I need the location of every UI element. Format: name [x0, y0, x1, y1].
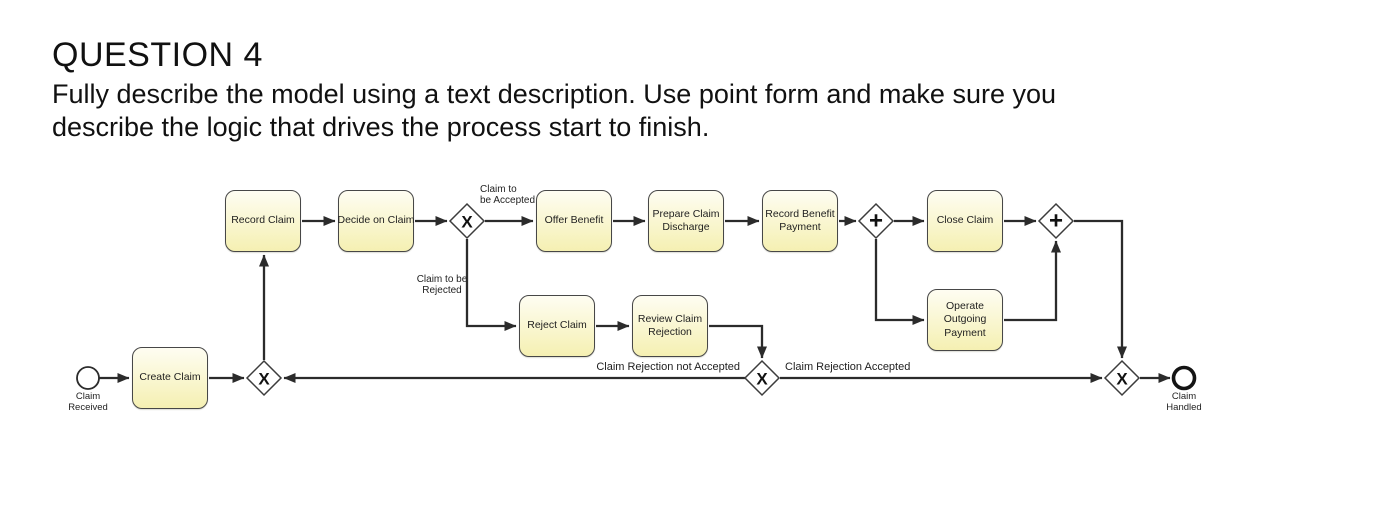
gateway-diamond — [245, 359, 283, 397]
start-event-circle — [76, 366, 100, 390]
gateway-parallel-join: + — [1037, 202, 1075, 240]
xor-gateway-symbol: X — [461, 213, 473, 232]
gateway-diamond — [1037, 202, 1075, 240]
task-create-claim: Create Claim — [132, 347, 208, 409]
xor-gateway-symbol: X — [258, 370, 270, 389]
task-offer-benefit: Offer Benefit — [536, 190, 612, 252]
question-title: QUESTION 4 — [52, 36, 263, 74]
end-event-circle — [1171, 365, 1197, 391]
xor-gateway-symbol: X — [1116, 370, 1128, 389]
and-gateway-symbol: + — [869, 208, 883, 235]
flow-review-to-rejection-decision — [709, 324, 767, 359]
task-decide-on-claim: Decide on Claim — [337, 190, 415, 252]
gateway-restart-merge: X — [245, 359, 283, 397]
flow-label-claim-to-be-accepted: Claim to be Accepted — [480, 184, 536, 206]
gateway-accept-reject-split: X — [448, 202, 486, 240]
task-review-claim-rejection: Review Claim Rejection — [632, 295, 708, 357]
flow-label-claim-to-be-rejected: Claim to be Rejected — [416, 274, 468, 296]
flow-label-claim-rejection-accepted: Claim Rejection Accepted — [785, 361, 911, 373]
gateway-diamond — [1103, 359, 1141, 397]
flow-label-claim-rejection-not-accepted: Claim Rejection not Accepted — [596, 361, 740, 373]
gateway-parallel-split: + — [857, 202, 895, 240]
task-close-claim: Close Claim — [927, 190, 1003, 252]
and-gateway-symbol: + — [1049, 208, 1063, 235]
start-event-label: Claim Received — [68, 391, 108, 413]
flow-parallel-split-to-operate-payment — [874, 239, 925, 325]
flow-operate-payment-to-parallel-join — [1004, 240, 1061, 322]
question-body: Fully describe the model using a text de… — [52, 78, 1056, 144]
task-prepare-claim-discharge: Prepare Claim Discharge — [648, 190, 724, 252]
gateway-diamond — [857, 202, 895, 240]
gateway-diamond — [743, 359, 781, 397]
question-body-line-1: Fully describe the model using a text de… — [52, 79, 1056, 109]
end-event-label: Claim Handled — [1166, 391, 1202, 413]
task-reject-claim: Reject Claim — [519, 295, 595, 357]
gateway-rejection-decision: X — [743, 359, 781, 397]
task-record-benefit-payment: Record Benefit Payment — [762, 190, 838, 252]
flow-parallel-join-to-final-merge — [1074, 219, 1127, 359]
question-body-line-2: describe the logic that drives the proce… — [52, 112, 710, 142]
flow-rejected-to-reject-claim — [465, 239, 517, 331]
task-record-claim: Record Claim — [225, 190, 301, 252]
gateway-final-merge: X — [1103, 359, 1141, 397]
task-operate-outgoing-payment: Operate Outgoing Payment — [927, 289, 1003, 351]
xor-gateway-symbol: X — [756, 370, 768, 389]
gateway-diamond — [448, 202, 486, 240]
